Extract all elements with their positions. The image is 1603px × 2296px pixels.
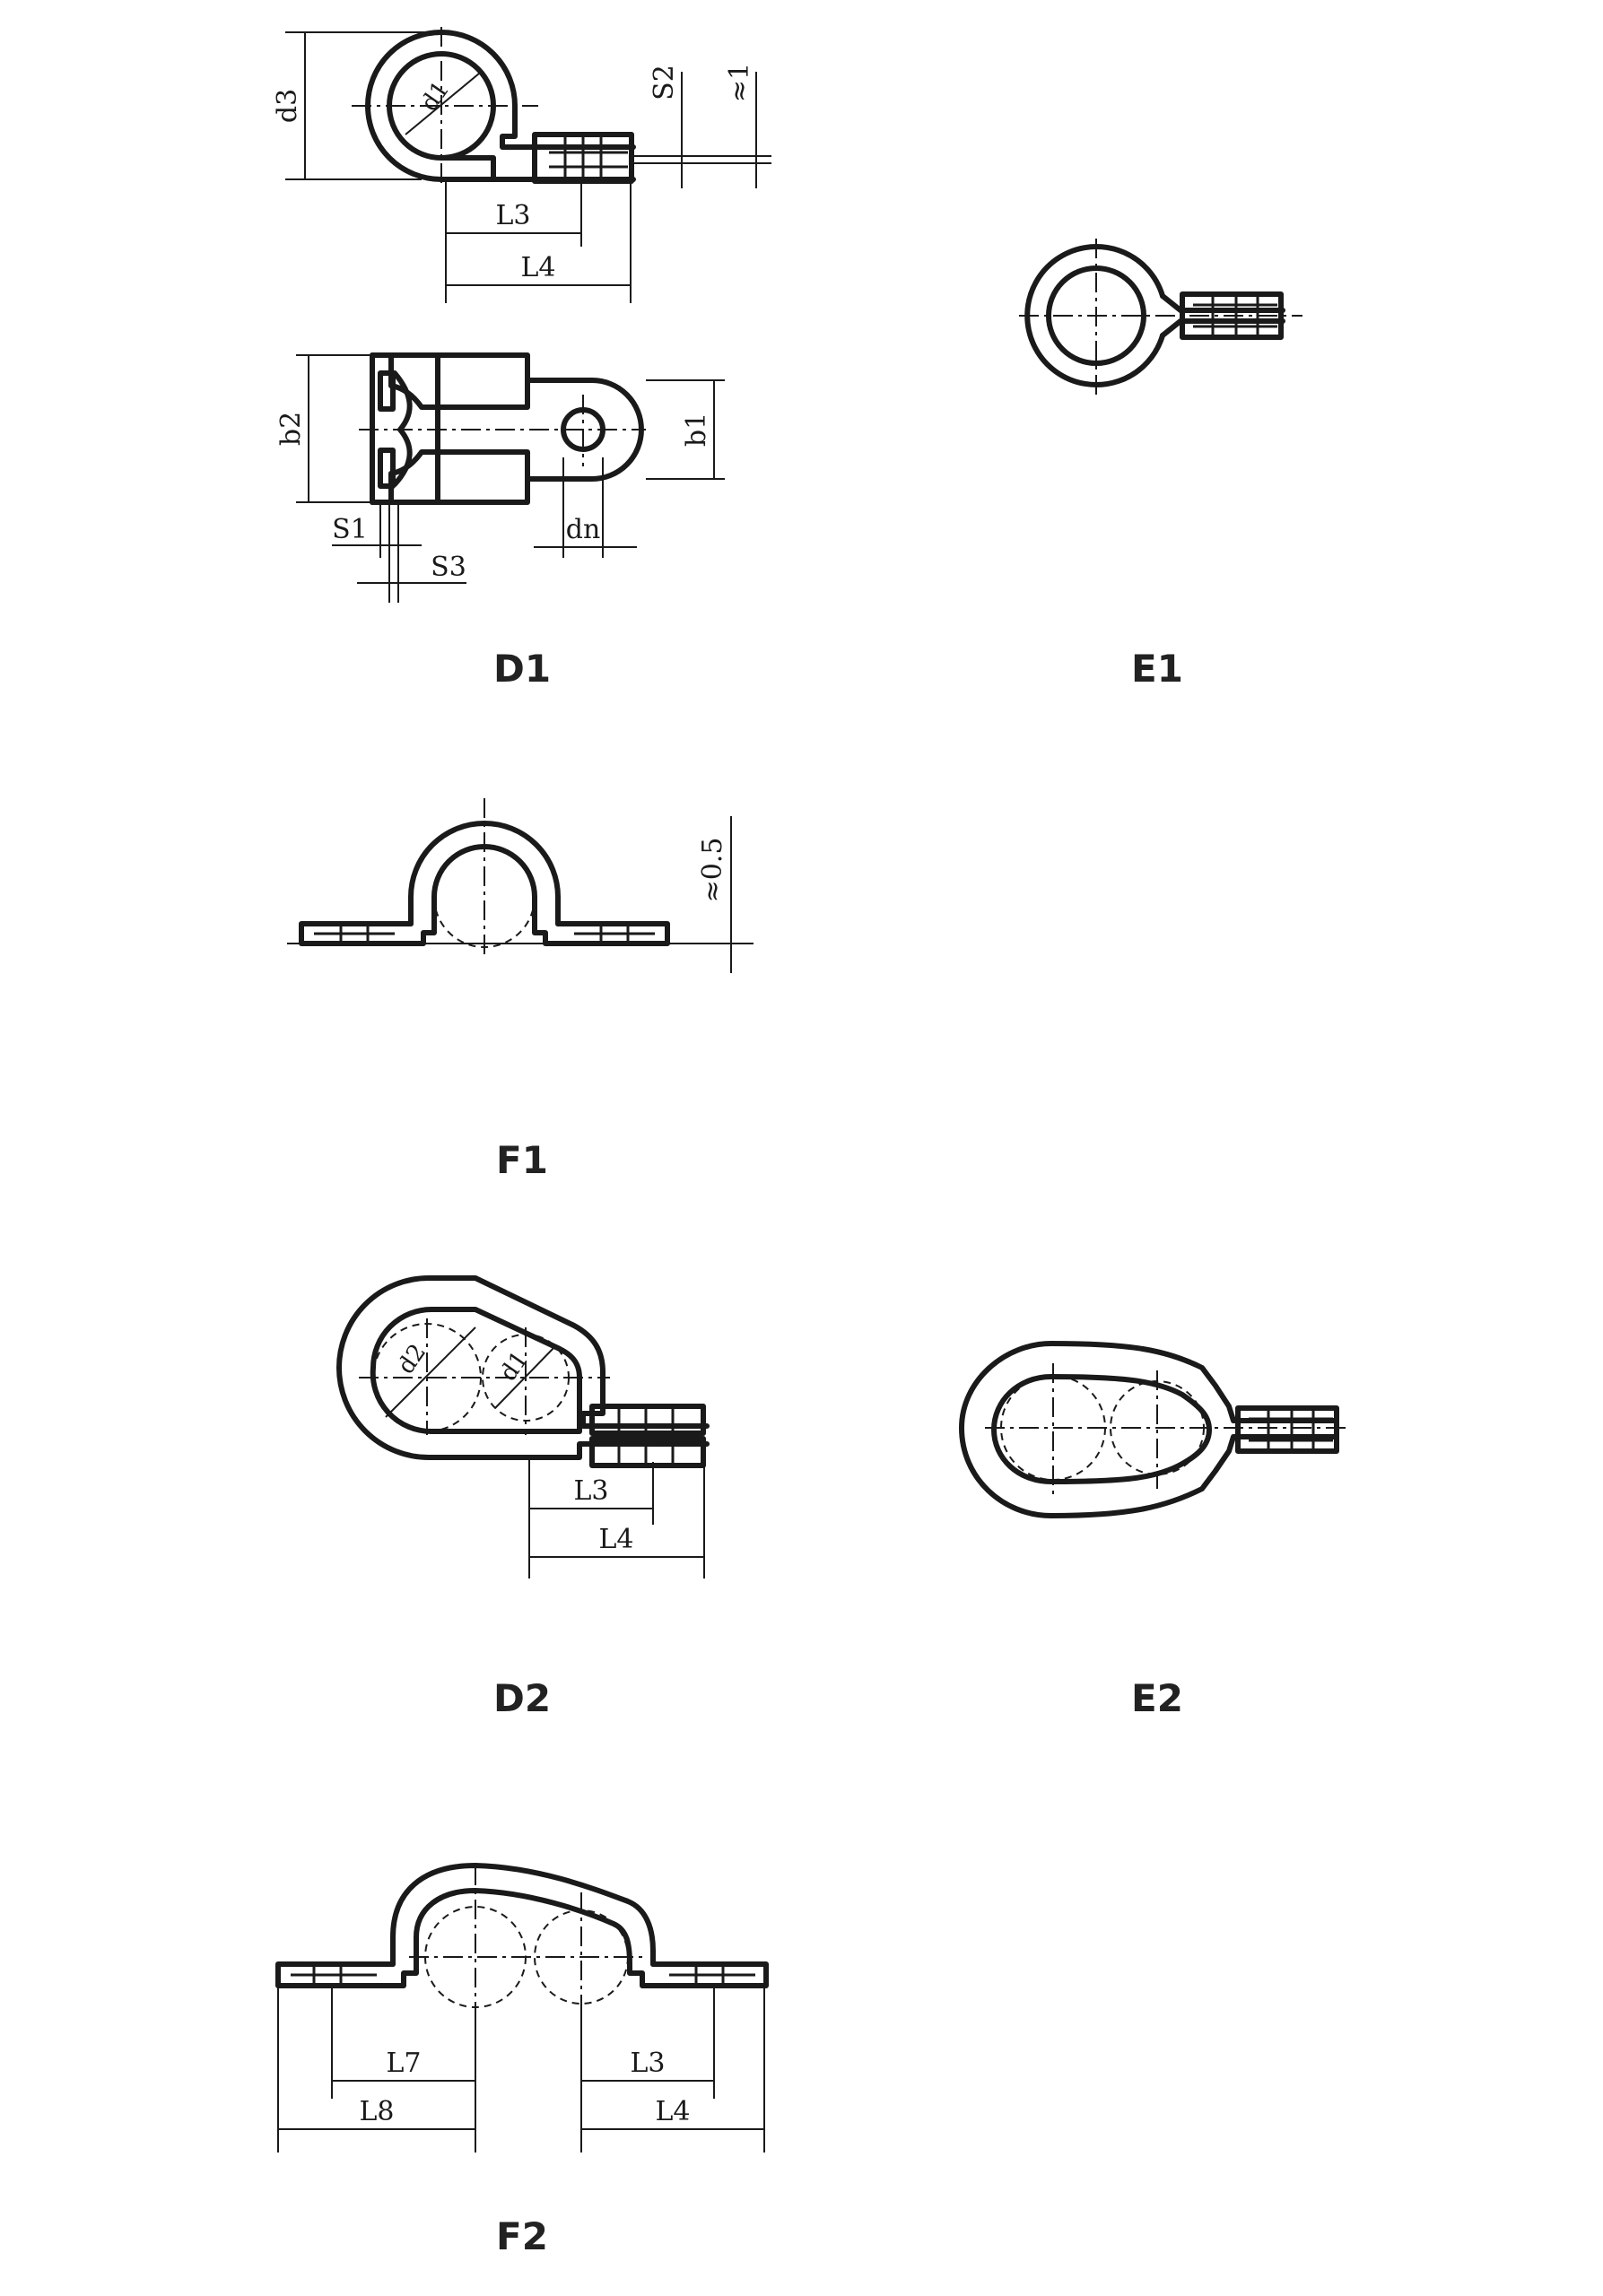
caption-f2: F2 (496, 2214, 548, 2258)
dim-l4-d2: L4 (598, 1524, 633, 1555)
dim-d1-d2view: d1 (495, 1346, 535, 1386)
dim-approx1: ≈1 (724, 63, 755, 102)
caption-e1: E1 (1131, 647, 1183, 691)
dim-l3-d1: L3 (495, 200, 530, 231)
d1-side-view (285, 27, 771, 303)
d1-top-view (296, 352, 725, 603)
dim-l4-f2: L4 (655, 2096, 690, 2127)
caption-f1: F1 (496, 1138, 548, 1182)
f1-view (287, 798, 754, 973)
caption-d2: D2 (493, 1676, 551, 1720)
dim-b1: b1 (681, 413, 712, 447)
e1-view (1019, 239, 1302, 395)
dim-s1: S1 (332, 514, 368, 545)
dim-approx05: ≈0.5 (697, 838, 728, 903)
dim-l3-f2: L3 (630, 2048, 665, 2079)
dim-dn: dn (566, 514, 601, 545)
f2-view (275, 1863, 769, 2152)
dimension-labels: d3 d1 S2 ≈1 L3 L4 b2 b1 dn S1 S3 ≈0.5 d2… (272, 63, 755, 2127)
dim-l3-d2: L3 (573, 1475, 608, 1507)
e2-view (959, 1341, 1346, 1518)
dim-s2: S2 (649, 65, 680, 100)
dim-d1: d1 (416, 76, 456, 116)
view-captions: D1 E1 F1 D2 E2 F2 (493, 647, 1183, 2258)
dim-d3: d3 (272, 89, 303, 123)
dim-l8: L8 (359, 2096, 394, 2127)
dim-d2: d2 (393, 1339, 432, 1378)
dim-l7: L7 (386, 2048, 421, 2079)
d2-view (336, 1275, 710, 1578)
caption-d1: D1 (493, 647, 551, 691)
dim-l4-d1: L4 (520, 252, 555, 283)
dim-b2: b2 (275, 412, 307, 446)
dim-s3: S3 (431, 552, 466, 583)
caption-e2: E2 (1131, 1676, 1183, 1720)
